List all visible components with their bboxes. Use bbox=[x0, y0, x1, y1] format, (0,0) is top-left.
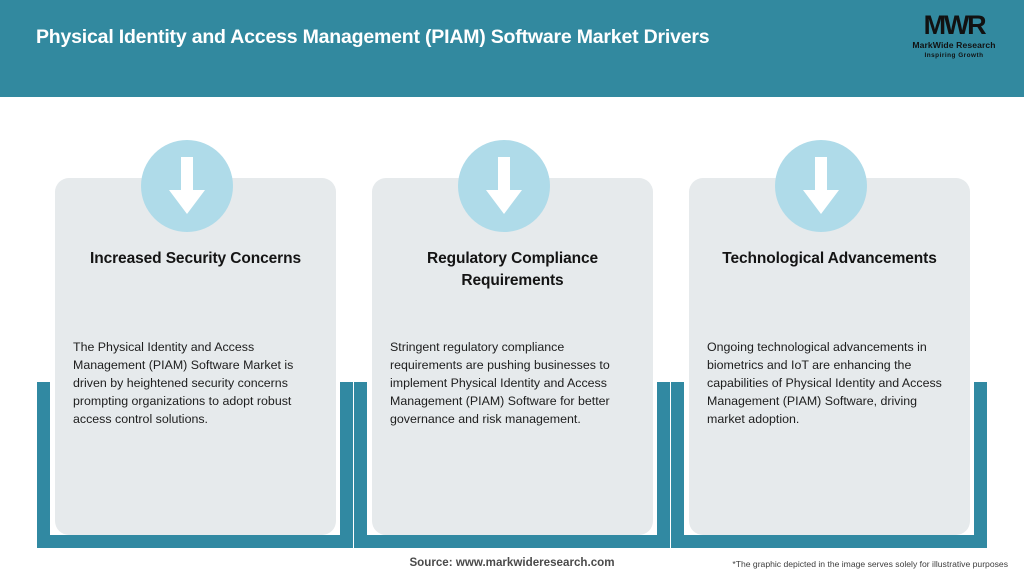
driver-cards-container: Increased Security Concerns The Physical… bbox=[0, 97, 1024, 576]
card-frame-bottom-bar bbox=[354, 535, 670, 548]
driver-card-body: The Physical Identity and Access Managem… bbox=[73, 340, 294, 426]
header-bar bbox=[0, 0, 1024, 97]
card-frame-right-bar bbox=[974, 382, 987, 548]
driver-card: Regulatory Compliance Requirements Strin… bbox=[372, 178, 653, 535]
down-arrow-icon bbox=[458, 140, 550, 232]
page-title: Physical Identity and Access Management … bbox=[36, 26, 710, 48]
driver-card-group-2: Regulatory Compliance Requirements Strin… bbox=[354, 97, 670, 567]
down-arrow-icon bbox=[775, 140, 867, 232]
card-frame-bottom-bar bbox=[671, 535, 987, 548]
card-frame-bottom-bar bbox=[37, 535, 353, 548]
driver-card-title: Regulatory Compliance Requirements bbox=[426, 250, 599, 289]
driver-card-group-3: Technological Advancements Ongoing techn… bbox=[671, 97, 987, 567]
card-frame-left-bar bbox=[671, 382, 684, 548]
card-frame-left-bar bbox=[354, 382, 367, 548]
card-frame-right-bar bbox=[657, 382, 670, 548]
driver-card-title: Increased Security Concerns bbox=[90, 250, 301, 267]
driver-card-body: Ongoing technological advancements in bi… bbox=[707, 340, 942, 426]
driver-card: Technological Advancements Ongoing techn… bbox=[689, 178, 970, 535]
card-frame-left-bar bbox=[37, 382, 50, 548]
down-arrow-icon bbox=[141, 140, 233, 232]
driver-card: Increased Security Concerns The Physical… bbox=[55, 178, 336, 535]
brand-logo: MWR MarkWide Research Inspiring Growth bbox=[900, 10, 1008, 68]
driver-card-title: Technological Advancements bbox=[722, 250, 937, 267]
source-label: Source: www.markwideresearch.com bbox=[409, 556, 615, 569]
logo-company-name: MarkWide Research bbox=[912, 40, 996, 50]
logo-monogram: MWR bbox=[923, 10, 987, 40]
driver-card-group-1: Increased Security Concerns The Physical… bbox=[37, 97, 353, 567]
card-frame-right-bar bbox=[340, 382, 353, 548]
disclaimer-label: *The graphic depicted in the image serve… bbox=[732, 559, 1008, 569]
driver-card-body: Stringent regulatory compliance requirem… bbox=[390, 340, 610, 426]
logo-tagline: Inspiring Growth bbox=[924, 52, 984, 59]
